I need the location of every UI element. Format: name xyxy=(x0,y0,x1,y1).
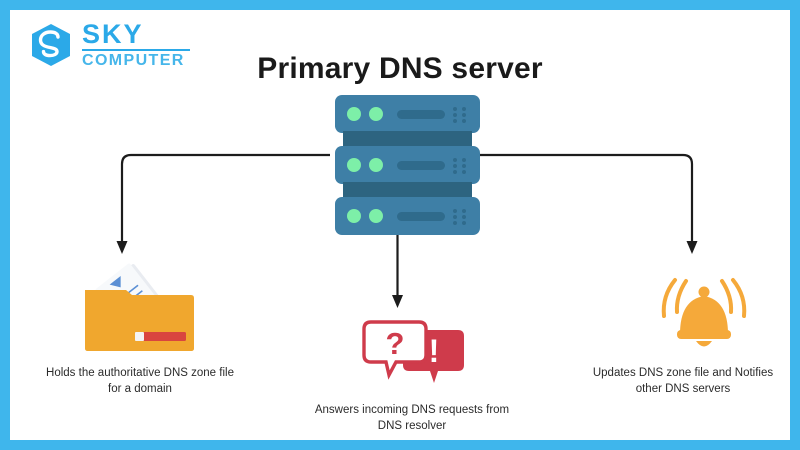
server-unit xyxy=(335,95,480,133)
caption-line-2: other DNS servers xyxy=(635,383,731,395)
caption-line-2: DNS resolver xyxy=(377,420,447,432)
server-divider xyxy=(343,131,472,146)
ringing-bell-icon xyxy=(650,268,758,358)
caption-dns-requests: Answers incoming DNS requests from DNS r… xyxy=(282,402,542,434)
hexagon-s-logo-icon xyxy=(28,22,74,68)
caption-notify: Updates DNS zone file and Notifies other… xyxy=(558,365,790,397)
question-glyph: ? xyxy=(386,326,405,361)
caption-zone-file: Holds the authoritative DNS zone file fo… xyxy=(10,365,270,397)
exclamation-glyph: ! xyxy=(429,333,440,369)
server-led xyxy=(347,107,361,121)
brand-name-computer: COMPUTER xyxy=(82,52,185,69)
caption-line-1: Answers incoming DNS requests from xyxy=(314,404,510,416)
question-exclamation-bubbles-icon: ! ? xyxy=(362,318,467,386)
server-led xyxy=(369,209,383,223)
server-led xyxy=(347,158,361,172)
server-vent-dots xyxy=(453,158,471,174)
server-slot-bar xyxy=(397,110,445,119)
brand-logo[interactable]: SKY COMPUTER xyxy=(28,16,198,74)
diagram-card: SKY COMPUTER Primary DNS server xyxy=(10,10,790,440)
server-unit xyxy=(335,146,480,184)
server-vent-dots xyxy=(453,107,471,123)
brand-wordmark: SKY COMPUTER xyxy=(82,18,197,74)
server-led xyxy=(369,158,383,172)
server-stack-icon xyxy=(335,95,480,235)
caption-line-2: for a domain xyxy=(108,383,172,395)
page-title: Primary DNS server xyxy=(257,52,543,85)
brand-divider xyxy=(82,49,190,51)
caption-line-1: Updates DNS zone file and Notifies xyxy=(592,367,774,379)
server-slot-bar xyxy=(397,212,445,221)
server-led xyxy=(369,107,383,121)
server-vent-dots xyxy=(453,209,471,225)
brand-name-sky: SKY xyxy=(82,19,144,49)
server-led xyxy=(347,209,361,223)
server-unit xyxy=(335,197,480,235)
server-slot-bar xyxy=(397,161,445,170)
server-divider xyxy=(343,182,472,197)
caption-line-1: Holds the authoritative DNS zone file xyxy=(46,367,234,379)
folder-documents-icon xyxy=(82,262,197,352)
